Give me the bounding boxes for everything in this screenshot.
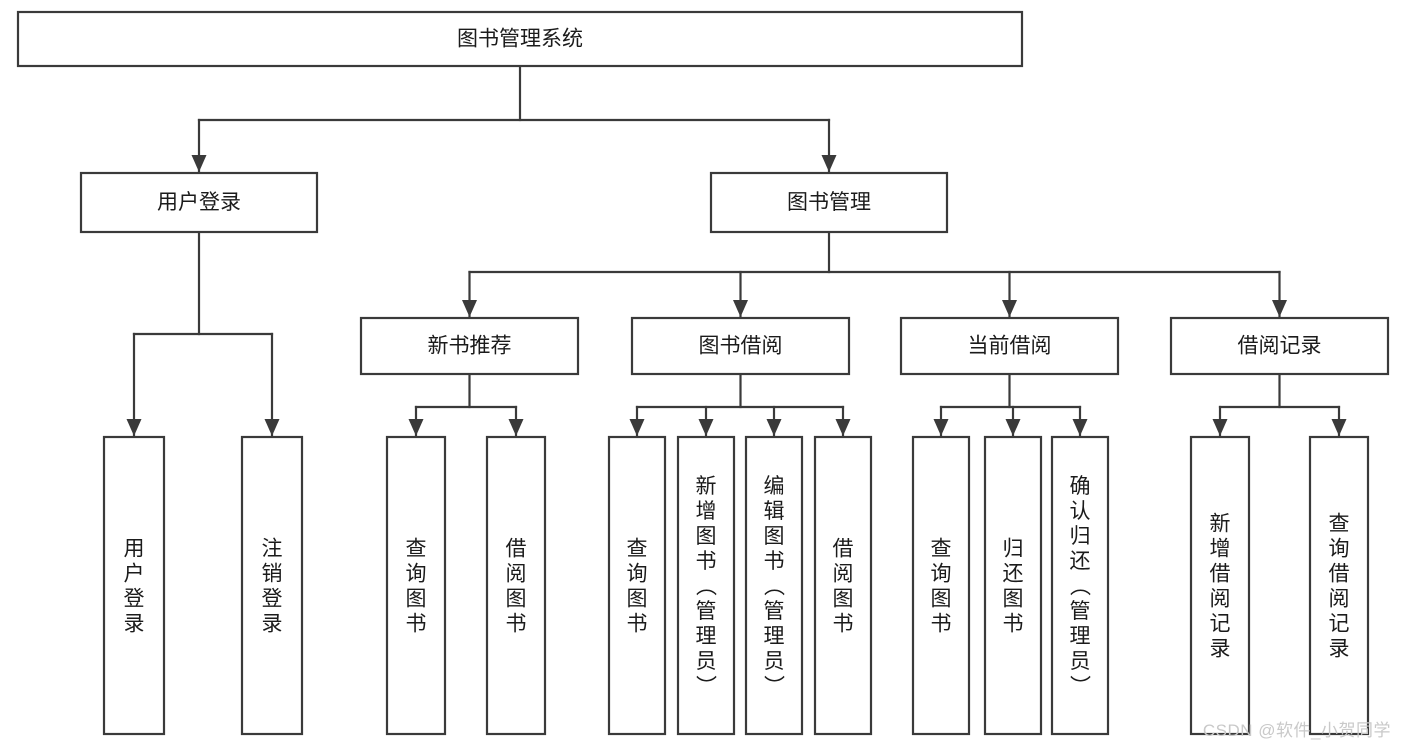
- node-leaf-confirm-return[interactable]: 确认归还（管理员）: [1050, 435, 1110, 736]
- node-box: [16, 10, 1024, 68]
- node-box: [1169, 316, 1390, 376]
- node-box: [607, 435, 667, 736]
- arrow-head-icon: [126, 419, 142, 436]
- node-leaf-add-record[interactable]: 新增借阅记录: [1189, 435, 1251, 736]
- node-leaf-borrow-book-1[interactable]: 借阅图书: [485, 435, 547, 736]
- node-label: 当前借阅: [968, 335, 1052, 358]
- arrow-head-icon: [1072, 419, 1088, 436]
- arrow-head-icon: [1272, 300, 1287, 317]
- node-leaf-add-book[interactable]: 新增图书（管理员）: [676, 435, 736, 736]
- arrow-head-icon: [1005, 419, 1021, 436]
- arrow-head-icon: [1331, 419, 1347, 436]
- node-label: 编辑图书（管理员）: [764, 475, 786, 698]
- arrow-head-icon: [629, 419, 645, 436]
- node-label: 用户登录: [124, 538, 145, 636]
- node-box: [911, 435, 971, 736]
- node-label: 查询图书: [406, 538, 427, 636]
- node-label: 注销登录: [262, 538, 283, 636]
- node-user-login[interactable]: 用户登录: [79, 171, 319, 234]
- arrow-head-icon: [733, 300, 748, 317]
- node-book-borrow[interactable]: 图书借阅: [630, 316, 851, 376]
- node-leaf-logout[interactable]: 注销登录: [240, 435, 304, 736]
- arrow-head-icon: [264, 419, 280, 436]
- arrow-head-icon: [698, 419, 714, 436]
- node-label: 借阅记录: [1238, 335, 1322, 358]
- node-box: [240, 435, 304, 736]
- node-label: 归还图书: [1003, 538, 1024, 636]
- arrow-head-icon: [508, 419, 524, 436]
- arrow-head-icon: [821, 155, 837, 172]
- node-box: [1308, 435, 1370, 736]
- arrow-head-icon: [1002, 300, 1017, 317]
- node-label: 借阅图书: [506, 538, 527, 636]
- arrow-head-icon: [191, 155, 207, 172]
- arrow-head-icon: [462, 300, 477, 317]
- node-label: 图书管理: [787, 191, 871, 214]
- node-label: 用户登录: [157, 191, 241, 214]
- arrow-head-icon: [766, 419, 782, 436]
- node-label: 新增借阅记录: [1210, 513, 1231, 661]
- node-box: [1189, 435, 1251, 736]
- node-label: 图书借阅: [699, 335, 783, 358]
- node-label: 确认归还（管理员）: [1070, 475, 1092, 698]
- node-box: [102, 435, 166, 736]
- node-box: [899, 316, 1120, 376]
- node-label: 查询图书: [931, 538, 952, 636]
- node-current-borrow[interactable]: 当前借阅: [899, 316, 1120, 376]
- connector-layer: [126, 64, 1347, 437]
- node-leaf-user-login[interactable]: 用户登录: [102, 435, 166, 736]
- node-box: [813, 435, 873, 736]
- arrow-head-icon: [1212, 419, 1228, 436]
- node-box: [676, 435, 736, 736]
- node-book-manage[interactable]: 图书管理: [709, 171, 949, 234]
- node-label: 查询图书: [627, 538, 648, 636]
- node-box: [1050, 435, 1110, 736]
- node-leaf-borrow-book-2[interactable]: 借阅图书: [813, 435, 873, 736]
- node-label: 借阅图书: [833, 538, 854, 636]
- node-box: [385, 435, 447, 736]
- node-root[interactable]: 图书管理系统: [16, 10, 1024, 68]
- node-label: 图书管理系统: [457, 28, 583, 51]
- node-leaf-return-book[interactable]: 归还图书: [983, 435, 1043, 736]
- node-box: [983, 435, 1043, 736]
- node-box: [485, 435, 547, 736]
- node-borrow-record[interactable]: 借阅记录: [1169, 316, 1390, 376]
- arrow-head-icon: [835, 419, 851, 436]
- node-leaf-query-book-3[interactable]: 查询图书: [911, 435, 971, 736]
- node-box: [709, 171, 949, 234]
- node-layer: 图书管理系统用户登录图书管理新书推荐图书借阅当前借阅借阅记录用户登录注销登录查询…: [16, 10, 1390, 736]
- node-leaf-query-book-1[interactable]: 查询图书: [385, 435, 447, 736]
- node-box: [79, 171, 319, 234]
- node-label: 新增图书（管理员）: [696, 475, 718, 698]
- node-leaf-edit-book[interactable]: 编辑图书（管理员）: [744, 435, 804, 736]
- node-leaf-query-book-2[interactable]: 查询图书: [607, 435, 667, 736]
- node-label: 查询借阅记录: [1329, 513, 1350, 661]
- node-new-book-rec[interactable]: 新书推荐: [359, 316, 580, 376]
- node-box: [630, 316, 851, 376]
- arrow-head-icon: [408, 419, 424, 436]
- node-leaf-query-record[interactable]: 查询借阅记录: [1308, 435, 1370, 736]
- arrow-head-icon: [933, 419, 949, 436]
- node-box: [359, 316, 580, 376]
- node-label: 新书推荐: [428, 335, 512, 358]
- node-box: [744, 435, 804, 736]
